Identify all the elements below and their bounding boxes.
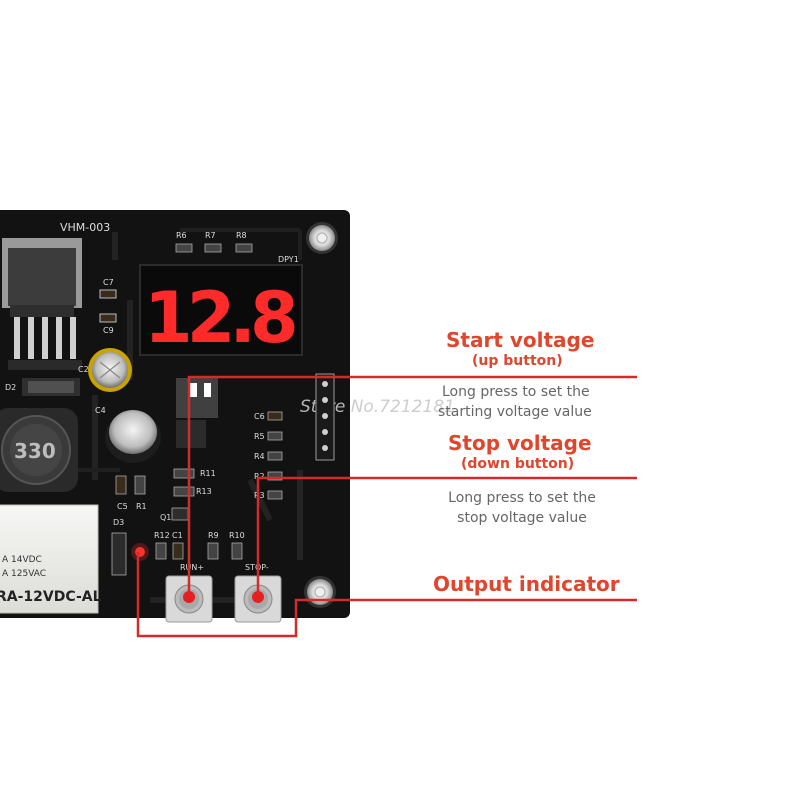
relay-model: RA-12VDC-AL xyxy=(0,589,102,605)
mounting-screw-bottom xyxy=(304,576,336,608)
stop-voltage-subtitle: (down button) xyxy=(461,456,575,472)
label-d3: D3 xyxy=(113,518,124,527)
run-button-label: RUN+ xyxy=(180,563,204,572)
stop-voltage-desc-line1: Long press to set the xyxy=(448,490,596,506)
mounting-screw-top xyxy=(306,222,338,254)
smd-r5 xyxy=(267,431,283,441)
relay-text-2: A 125VAC xyxy=(2,569,46,579)
label-c6: C6 xyxy=(254,412,265,421)
label-r5: R5 xyxy=(254,432,265,441)
start-voltage-line xyxy=(187,375,637,597)
label-r8: R8 xyxy=(236,231,247,240)
smd-r9 xyxy=(207,542,219,560)
smd-r11 xyxy=(173,468,195,479)
store-watermark: Store No.7212181 xyxy=(300,397,455,417)
label-c7: C7 xyxy=(103,278,114,287)
stop-voltage-desc-line2: stop voltage value xyxy=(457,510,587,526)
smd-c6 xyxy=(267,411,283,421)
start-voltage-subtitle: (up button) xyxy=(472,353,563,369)
label-r2: R2 xyxy=(254,472,265,481)
resistor-r8 xyxy=(235,243,253,253)
start-voltage-desc-line1: Long press to set the xyxy=(442,384,590,400)
relay-text-1: A 14VDC xyxy=(2,555,42,565)
smd-c1 xyxy=(172,542,184,560)
label-c5: C5 xyxy=(117,502,128,511)
label-r7: R7 xyxy=(205,231,216,240)
smd-c5 xyxy=(115,475,127,495)
smd-cap-c7 xyxy=(99,289,117,299)
regulator-chip xyxy=(2,238,82,370)
label-r11: R11 xyxy=(200,469,216,478)
capacitor-c4 xyxy=(105,410,161,463)
led-digits: 12.8 xyxy=(144,277,295,359)
label-r12: R12 xyxy=(154,531,170,540)
label-r9: R9 xyxy=(208,531,219,540)
label-r4: R4 xyxy=(254,452,265,461)
diode-d2 xyxy=(22,378,80,396)
board-model-label: VHM-003 xyxy=(60,221,110,234)
smd-r13 xyxy=(173,486,195,497)
stop-voltage-line xyxy=(256,476,637,597)
inductor xyxy=(0,408,78,492)
label-r13: R13 xyxy=(196,487,212,496)
output-indicator-line xyxy=(136,552,637,638)
start-voltage-title: Start voltage xyxy=(446,328,595,352)
pin-header xyxy=(315,373,335,461)
resistor-r7 xyxy=(204,243,222,253)
label-c1: C1 xyxy=(172,531,183,540)
inductor-label: 330 xyxy=(14,439,56,463)
smd-r10 xyxy=(231,542,243,560)
label-c2: C2 xyxy=(78,365,89,374)
stop-voltage-title: Stop voltage xyxy=(448,431,592,455)
smd-r4 xyxy=(267,451,283,461)
smd-r2 xyxy=(267,471,283,481)
label-d2: D2 xyxy=(5,383,16,392)
label-r10: R10 xyxy=(229,531,245,540)
label-r6: R6 xyxy=(176,231,187,240)
output-indicator-led-glow xyxy=(131,543,149,561)
label-r1: R1 xyxy=(136,502,147,511)
label-r3: R3 xyxy=(254,491,265,500)
callout-lines xyxy=(136,375,637,638)
start-voltage-desc-line2: starting voltage value xyxy=(438,404,592,420)
smd-cap-c9 xyxy=(99,313,117,323)
label-c9: C9 xyxy=(103,326,114,335)
transistor-block xyxy=(176,378,218,448)
capacitor-c2 xyxy=(88,348,132,392)
smd-r1 xyxy=(134,475,146,495)
relay xyxy=(0,504,99,614)
transistor-q1 xyxy=(171,507,189,521)
smd-r3 xyxy=(267,490,283,500)
smd-r12 xyxy=(155,542,167,560)
label-q1: Q1 xyxy=(160,513,171,522)
resistor-r6 xyxy=(175,243,193,253)
diode-d3 xyxy=(111,532,127,576)
output-indicator-title: Output indicator xyxy=(433,572,620,596)
display-label: DPY1 xyxy=(278,255,299,264)
led-display-module xyxy=(139,264,303,356)
label-c4: C4 xyxy=(95,406,106,415)
